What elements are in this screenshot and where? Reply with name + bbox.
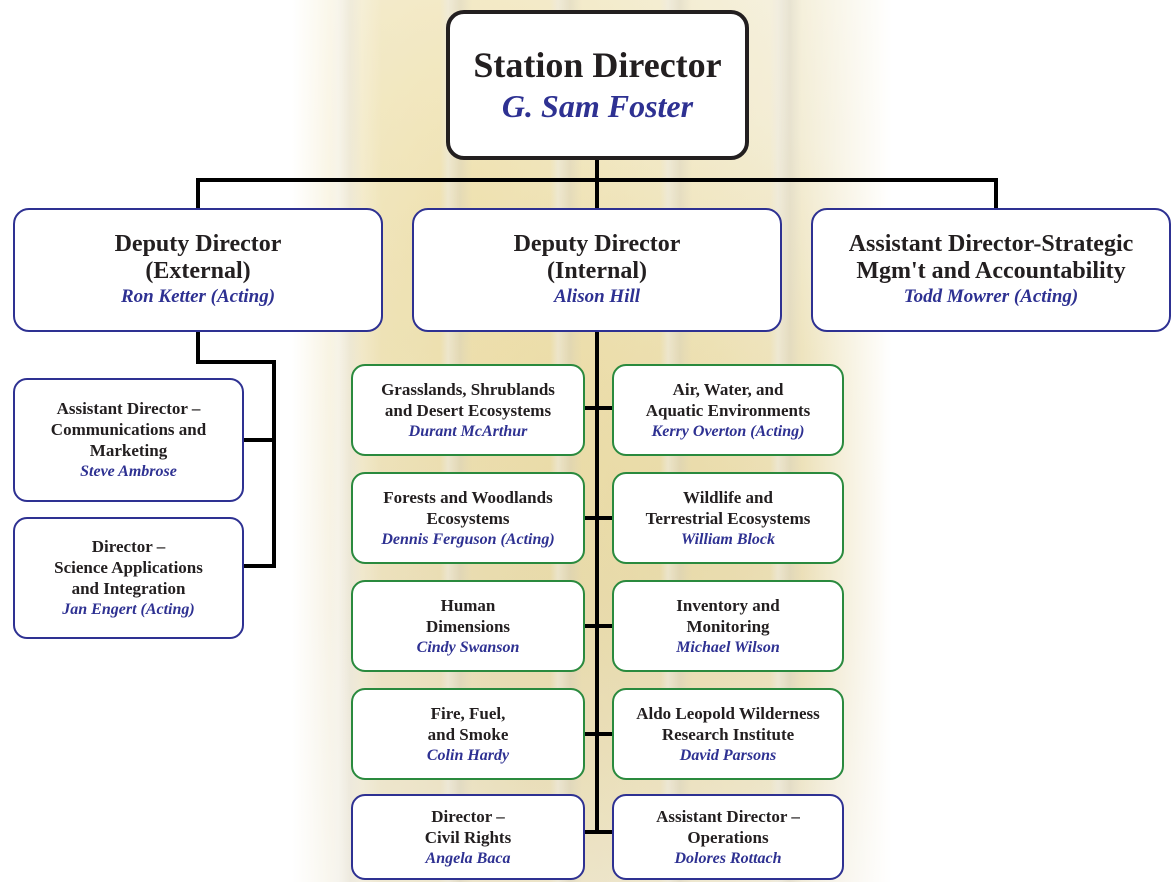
box-person-name: Durant McArthur <box>408 422 528 440</box>
box-title-line: Operations <box>687 827 769 847</box>
box-person-name: Cindy Swanson <box>416 638 520 656</box>
box-title-line: (Internal) <box>547 258 647 284</box>
box-title-line: Fire, Fuel, <box>430 703 506 723</box>
air-water-aquatic-box: Air, Water, and Aquatic Environments Ker… <box>612 364 844 456</box>
station-director-box: Station Director G. Sam Foster <box>446 10 749 160</box>
operations-box: Assistant Director – Operations Dolores … <box>612 794 844 880</box>
box-person-name: Angela Baca <box>425 849 511 867</box>
deputy-director-external-box: Deputy Director (External) Ron Ketter (A… <box>13 208 383 332</box>
box-person-name: Todd Mowrer (Acting) <box>903 286 1079 307</box>
human-dimensions-box: Human Dimensions Cindy Swanson <box>351 580 585 672</box>
box-title-line: Marketing <box>89 441 168 460</box>
box-title-line: Monitoring <box>686 616 770 636</box>
box-person-name: Colin Hardy <box>426 746 510 764</box>
civil-rights-box: Director – Civil Rights Angela Baca <box>351 794 585 880</box>
box-title-line: Assistant Director – <box>56 399 201 418</box>
box-title-line: Director – <box>91 537 166 556</box>
forests-woodlands-box: Forests and Woodlands Ecosystems Dennis … <box>351 472 585 564</box>
box-title-line: Human <box>440 595 496 615</box>
box-title-line: Director – <box>431 806 505 826</box>
box-title-line: Wildlife and <box>683 487 773 507</box>
box-person-name: Dolores Rottach <box>674 849 782 867</box>
box-title-line: Assistant Director-Strategic <box>848 231 1134 257</box>
deputy-director-internal-box: Deputy Director (Internal) Alison Hill <box>412 208 782 332</box>
box-person-name: Steve Ambrose <box>80 463 177 480</box>
box-title: Station Director <box>473 45 722 85</box>
box-title-line: Ecosystems <box>426 508 510 528</box>
box-person-name: Dennis Ferguson (Acting) <box>381 530 555 548</box>
assistant-director-strategic-box: Assistant Director-Strategic Mgm't and A… <box>811 208 1171 332</box>
box-title-line: Grasslands, Shrublands <box>381 379 555 399</box>
box-title-line: and Integration <box>71 579 186 598</box>
box-title-line: Deputy Director <box>114 231 282 257</box>
box-title-line: and Desert Ecosystems <box>384 400 552 420</box>
box-title-line: Communications and <box>50 420 207 439</box>
box-person-name: Michael Wilson <box>676 638 780 656</box>
box-title-line: Inventory and <box>676 595 780 615</box>
wildlife-terrestrial-box: Wildlife and Terrestrial Ecosystems Will… <box>612 472 844 564</box>
box-person-name: William Block <box>680 530 776 548</box>
box-title-line: Terrestrial Ecosystems <box>645 508 811 528</box>
box-title-line: Aquatic Environments <box>645 400 811 420</box>
box-person-name: Kerry Overton (Acting) <box>651 422 805 440</box>
box-person-name: Ron Ketter (Acting) <box>120 286 276 307</box>
box-title-line: and Smoke <box>427 724 509 744</box>
box-title-line: Science Applications <box>54 558 203 577</box>
box-title-line: Aldo Leopold Wilderness <box>636 703 820 723</box>
inventory-monitoring-box: Inventory and Monitoring Michael Wilson <box>612 580 844 672</box>
aldo-leopold-box: Aldo Leopold Wilderness Research Institu… <box>612 688 844 780</box>
box-title-line: Forests and Woodlands <box>383 487 553 507</box>
box-title-line: Air, Water, and <box>672 379 784 399</box>
box-title-line: Mgm't and Accountability <box>856 258 1126 284</box>
communications-marketing-box: Assistant Director – Communications and … <box>13 378 244 502</box>
box-person-name: G. Sam Foster <box>501 88 694 124</box>
fire-fuel-smoke-box: Fire, Fuel, and Smoke Colin Hardy <box>351 688 585 780</box>
box-title-line: Civil Rights <box>424 827 512 847</box>
box-person-name: Jan Engert (Acting) <box>62 601 195 618</box>
box-person-name: David Parsons <box>679 746 777 764</box>
box-title-line: Assistant Director – <box>656 806 800 826</box>
box-title-line: Research Institute <box>661 724 795 744</box>
box-title-line: Dimensions <box>425 616 511 636</box>
science-applications-box: Director – Science Applications and Inte… <box>13 517 244 639</box>
box-title-line: (External) <box>145 258 251 284</box>
box-title-line: Deputy Director <box>513 231 681 257</box>
grasslands-box: Grasslands, Shrublands and Desert Ecosys… <box>351 364 585 456</box>
box-person-name: Alison Hill <box>553 286 641 307</box>
